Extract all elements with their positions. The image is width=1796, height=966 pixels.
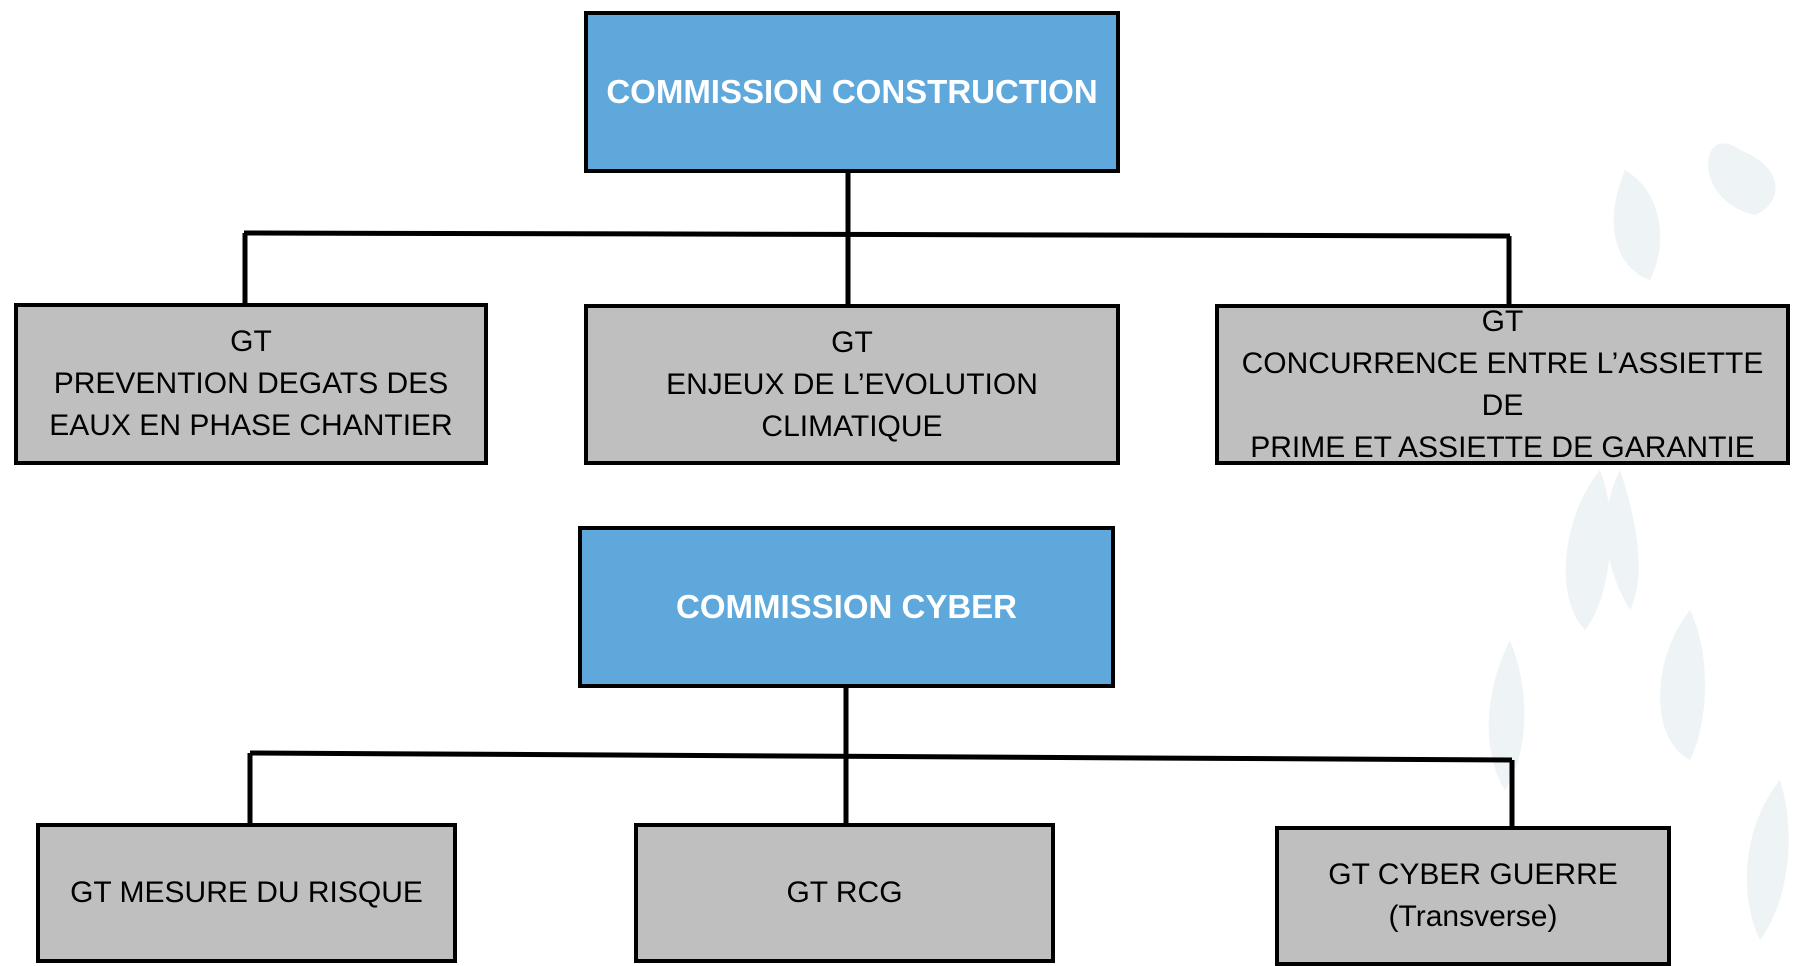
gt-concurrence-assiette-box: GT CONCURRENCE ENTRE L’ASSIETTE DE PRIME… (1215, 304, 1790, 465)
gt-label: GT (831, 325, 873, 359)
gt-title-line: ENJEUX DE L’EVOLUTION (666, 367, 1038, 401)
gt-cyber-guerre-box: GT CYBER GUERRE (Transverse) (1275, 826, 1671, 966)
gt-title-line: GT MESURE DU RISQUE (70, 876, 423, 909)
gt-prevention-degats-box: GT PREVENTION DEGATS DES EAUX EN PHASE C… (14, 303, 488, 465)
commission-construction-title: COMMISSION CONSTRUCTION (606, 73, 1098, 110)
gt-title-line: PRIME ET ASSIETTE DE GARANTIE (1250, 430, 1755, 464)
gt-rcg-box: GT RCG (634, 823, 1055, 963)
gt-subtitle: (Transverse) (1388, 900, 1558, 933)
gt-mesure-risque-box: GT MESURE DU RISQUE (36, 823, 457, 963)
gt-label: GT (1481, 304, 1524, 338)
commission-construction-box: COMMISSION CONSTRUCTION (584, 11, 1120, 173)
gt-title-line: CONCURRENCE ENTRE L’ASSIETTE DE (1241, 346, 1764, 422)
commission-cyber-box: COMMISSION CYBER (578, 526, 1115, 688)
gt-enjeux-evolution-box: GT ENJEUX DE L’EVOLUTION CLIMATIQUE (584, 304, 1120, 465)
gt-title-line: GT CYBER GUERRE (1328, 858, 1618, 891)
gt-title-line: CLIMATIQUE (761, 409, 943, 443)
gt-title-line: PREVENTION DEGATS DES (53, 367, 449, 400)
gt-title-line: GT RCG (786, 876, 903, 909)
gt-label: GT (230, 325, 272, 358)
gt-title-line: EAUX EN PHASE CHANTIER (49, 409, 453, 442)
commission-cyber-title: COMMISSION CYBER (675, 588, 1018, 625)
